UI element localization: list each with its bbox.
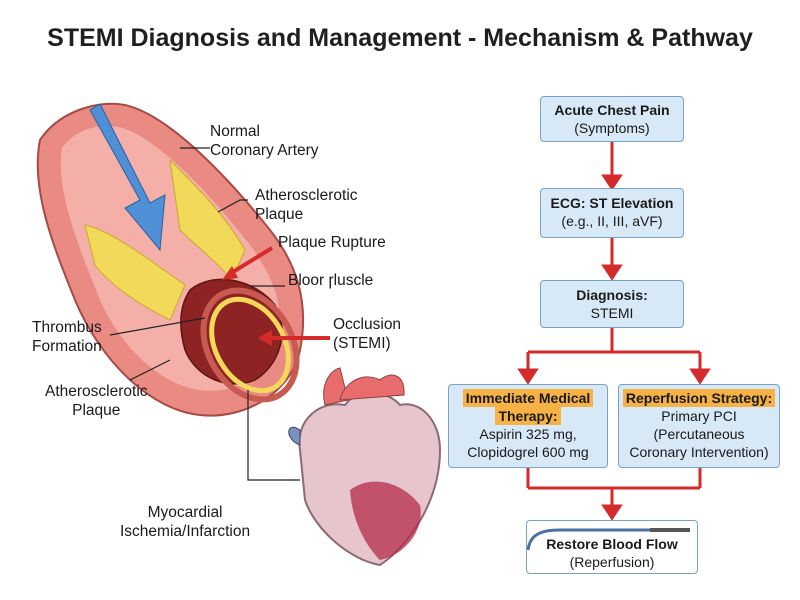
label-plaque-rupture: Plaque Rupture [278, 234, 386, 251]
leader-lines [109, 147, 300, 481]
label-occlusion: Occlusion(STEMI) [333, 316, 402, 352]
page-title: STEMI Diagnosis and Management - Mechani… [47, 24, 753, 52]
box-restore-blood-flow: Restore Blood Flow (Reperfusion) [526, 520, 698, 574]
heart-illustration [288, 367, 442, 567]
box-ecg: ECG: ST Elevation (e.g., II, III, aVF) [540, 188, 684, 238]
box-diagnosis: Diagnosis: STEMI [540, 280, 684, 328]
catheter-icon [526, 528, 690, 551]
red-pointer-arrows [222, 246, 330, 346]
label-blood-muscle: Bloor ɼluscle [288, 272, 374, 289]
box-medical-therapy: Immediate Medical Therapy: Aspirin 325 m… [448, 384, 608, 468]
box-reperfusion-strategy: Reperfusion Strategy: Primary PCI (Percu… [618, 384, 780, 468]
blood-flow-arrow [89, 103, 166, 252]
artery-vessel [36, 102, 305, 417]
box-chest-pain: Acute Chest Pain (Symptoms) [540, 96, 684, 142]
